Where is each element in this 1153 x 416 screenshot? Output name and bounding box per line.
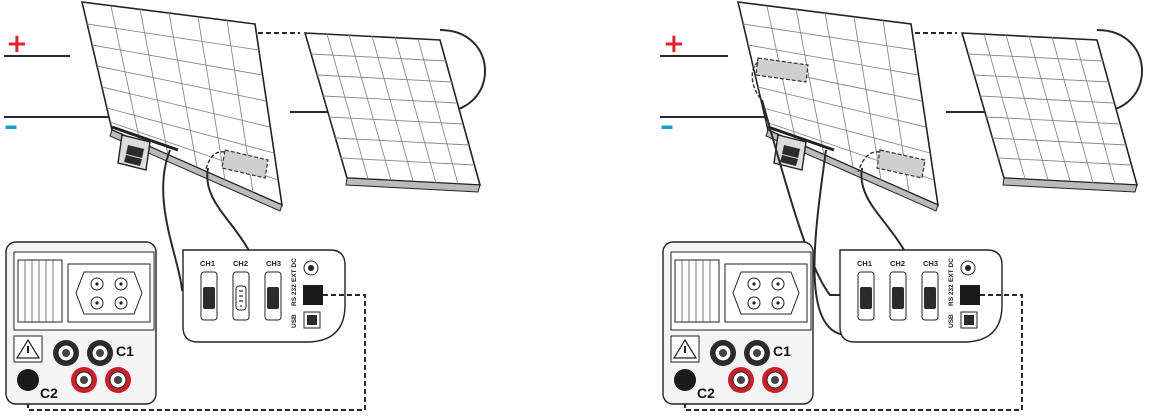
- plus-terminal-sign: +: [6, 29, 28, 59]
- ext-dc-label: EXT DC: [948, 258, 955, 282]
- c1-label: C1: [116, 343, 134, 359]
- solar-panel-icon: [80, 1, 284, 212]
- rs232-label: RS 232: [948, 284, 955, 306]
- temperature-probe-icon: [876, 149, 926, 179]
- minus-terminal-sign: –: [4, 109, 18, 142]
- rs232-data-cable: [27, 294, 366, 411]
- temperature-probe-icon: [755, 57, 809, 83]
- rs232-port-icon[interactable]: [960, 285, 980, 305]
- solar-panel-icon: [960, 32, 1139, 193]
- ext-dc-label: EXT DC: [291, 258, 298, 282]
- minus-terminal-sign: –: [660, 109, 674, 142]
- ch2-label: CH2: [233, 259, 248, 268]
- usb-label: USB: [948, 314, 955, 328]
- probe-terminal[interactable]: [674, 369, 696, 391]
- measurement-instrument: CH1 CH2 CH3 EXT DC RS 232 USB: [182, 249, 346, 343]
- ch1-label: CH1: [857, 259, 872, 268]
- ch1-cable: [761, 99, 856, 296]
- c2-label: C2: [40, 385, 58, 401]
- ch2-label: CH2: [890, 259, 905, 268]
- usb-label: USB: [291, 314, 298, 328]
- diagram-two-sensors: + –: [660, 1, 1143, 411]
- ch3-label: CH3: [266, 259, 281, 268]
- rs232-data-cable: [684, 294, 1023, 411]
- tester-meter: C1 C2: [5, 241, 157, 405]
- c2-label: C2: [697, 385, 715, 401]
- ch1-label: CH1: [200, 259, 215, 268]
- irradiance-sensor-icon: [767, 125, 835, 171]
- ch1-cable: [162, 149, 201, 294]
- irradiance-sensor-icon: [111, 125, 179, 171]
- solar-panel-icon: [303, 32, 482, 193]
- c1-label: C1: [773, 343, 791, 359]
- measurement-instrument: CH1 CH2 CH3 EXT DC RS 232 USB: [839, 249, 1003, 343]
- tester-meter: C1 C2: [662, 241, 814, 405]
- diagram-single-sensor: + –: [4, 1, 486, 411]
- rs232-label: RS 232: [291, 284, 298, 306]
- temperature-probe-icon: [221, 149, 269, 179]
- solar-panel-icon: [736, 1, 940, 212]
- ch3-label: CH3: [923, 259, 938, 268]
- probe-terminal[interactable]: [17, 369, 39, 391]
- rs232-port-icon[interactable]: [303, 285, 323, 305]
- plus-terminal-sign: +: [663, 29, 685, 59]
